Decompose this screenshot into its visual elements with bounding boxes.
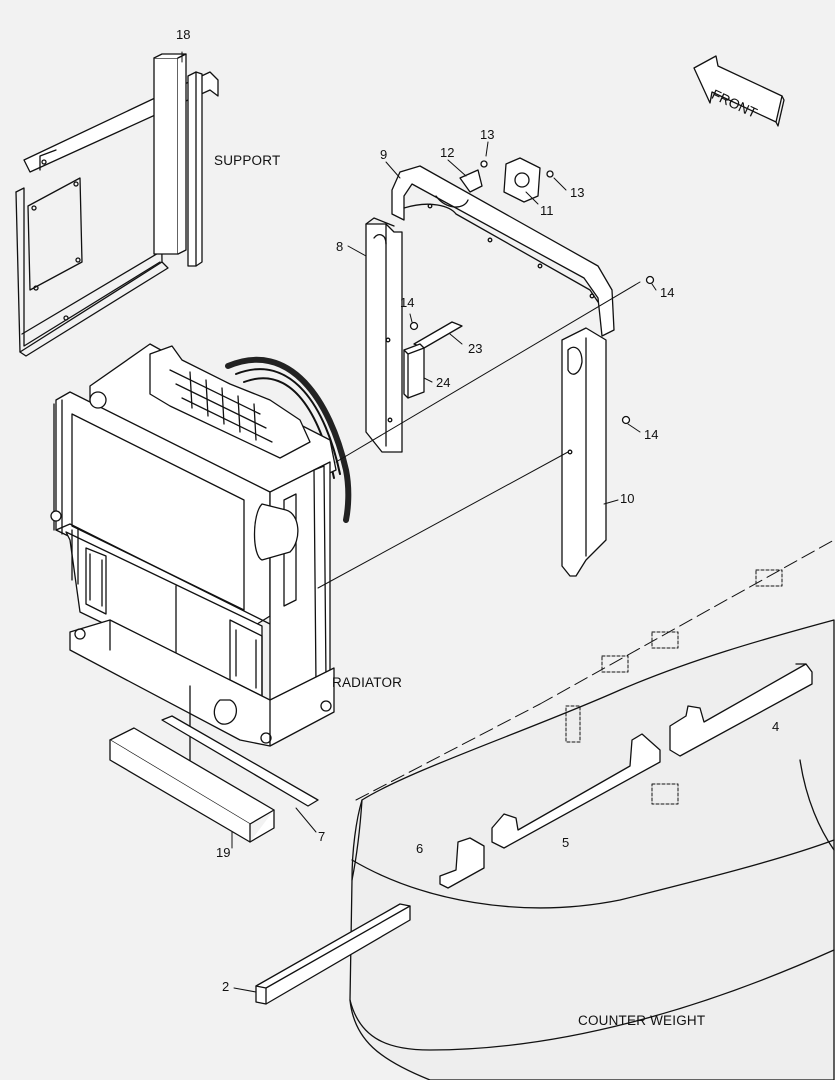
callout-7: 7 (318, 829, 326, 844)
bolt-icons (409, 160, 655, 425)
pad-part-24 (403, 343, 425, 399)
caption-counter-weight: COUNTER WEIGHT (578, 1013, 706, 1028)
spacer-part-4 (669, 663, 813, 757)
block-part-19 (109, 727, 275, 843)
callout-13-upper: 13 (480, 127, 495, 142)
callout-10: 10 (620, 491, 635, 506)
upright-part-10 (561, 327, 607, 577)
callout-14-left: 14 (400, 295, 415, 310)
plate-part-12 (459, 169, 483, 193)
plate-part-11 (503, 157, 541, 203)
bar-part-7 (161, 715, 319, 807)
callout-8: 8 (336, 239, 344, 254)
block-part-2 (255, 903, 411, 1005)
callout-13-right: 13 (570, 185, 585, 200)
callout-12: 12 (440, 145, 455, 160)
callout-9: 9 (380, 147, 388, 162)
spacer-part-6 (439, 837, 485, 889)
leader-lines (181, 51, 773, 993)
top-beam-part-9 (391, 165, 615, 337)
callout-11: 11 (540, 203, 554, 218)
callout-14-top: 14 (660, 285, 675, 300)
support-bracket-part-18 (15, 53, 219, 357)
front-arrow-icon (693, 55, 785, 127)
callout-24: 24 (436, 375, 451, 390)
callout-6: 6 (416, 841, 424, 856)
callout-23: 23 (468, 341, 483, 356)
callout-18: 18 (176, 27, 191, 42)
spacer-part-5 (491, 733, 661, 849)
callout-2: 2 (222, 979, 230, 994)
callout-19: 19 (216, 845, 231, 860)
callout-4: 4 (772, 719, 780, 734)
upright-part-8 (365, 217, 403, 453)
radiator-assembly (50, 343, 352, 771)
callout-14-lower: 14 (644, 427, 659, 442)
callout-5: 5 (562, 835, 570, 850)
counter-weight-part (349, 539, 835, 1080)
caption-support: SUPPORT (214, 153, 281, 168)
caption-radiator: RADIATOR (332, 675, 403, 690)
pad-part-23 (413, 321, 463, 349)
